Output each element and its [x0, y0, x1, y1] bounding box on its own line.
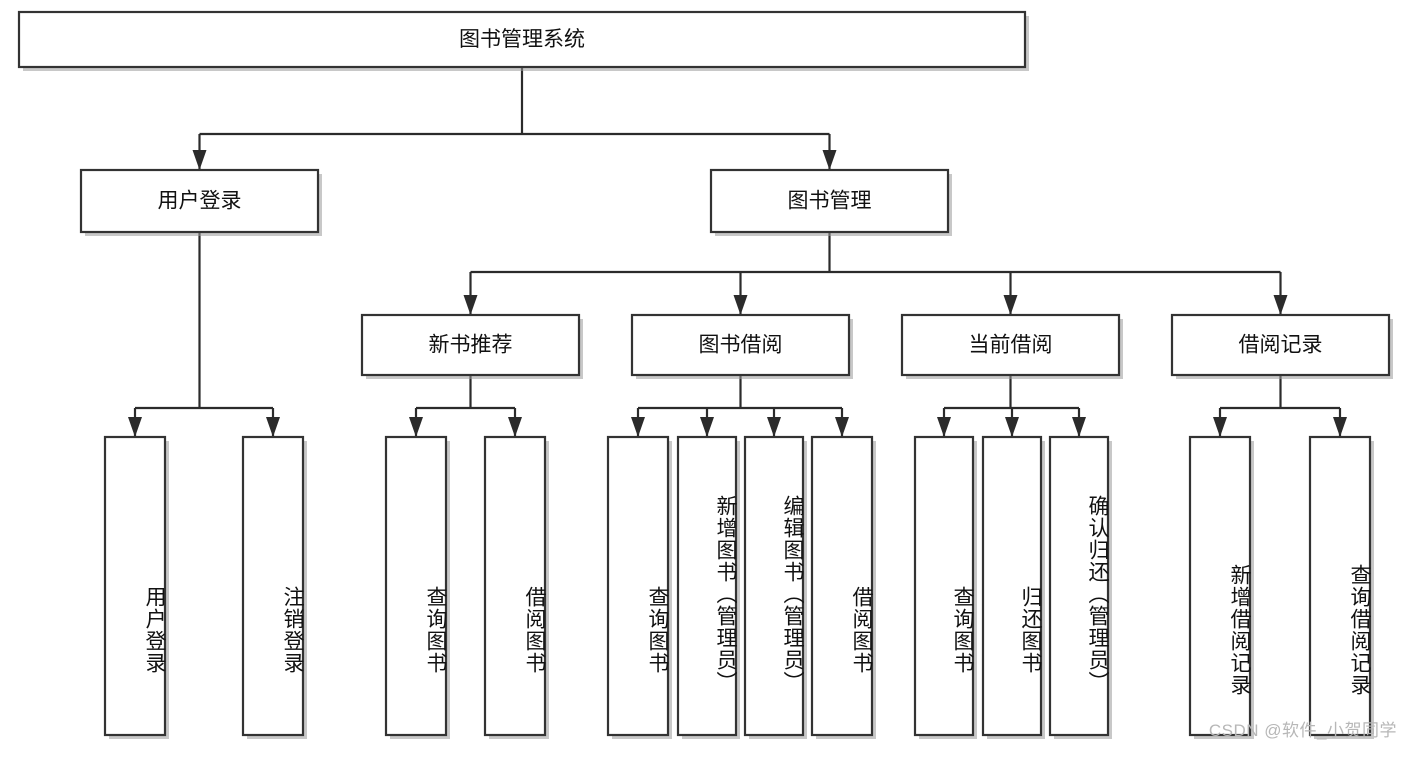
- arrow-head-icon: [128, 417, 142, 437]
- arrow-head-icon: [1072, 417, 1086, 437]
- arrow-head-icon: [463, 295, 478, 315]
- arrow-head-icon: [733, 295, 748, 315]
- arrow-head-icon: [1333, 417, 1347, 437]
- node-level1-book-manage[interactable]: [709, 168, 950, 234]
- node-leaf-leaf-query-book-borrow[interactable]: [606, 435, 670, 737]
- arrow-head-icon: [767, 417, 781, 437]
- node-level2-borrow-record[interactable]: [1170, 313, 1391, 377]
- arrow-head-icon: [409, 417, 423, 437]
- node-label: 用户登录: [158, 190, 242, 213]
- node-leaf-leaf-confirm-return-admin[interactable]: [1048, 435, 1110, 737]
- node-level2-new-book-recommend[interactable]: [360, 313, 581, 377]
- arrow-head-icon: [508, 417, 522, 437]
- arrow-head-icon: [937, 417, 951, 437]
- watermark-text: CSDN @软件_小贺同学: [1208, 721, 1397, 740]
- arrow-head-icon: [822, 150, 837, 170]
- node-leaf-leaf-add-borrow-record[interactable]: [1188, 435, 1252, 737]
- arrow-head-icon: [1273, 295, 1288, 315]
- arrow-head-icon: [1005, 417, 1019, 437]
- arrow-head-icon: [835, 417, 849, 437]
- node-leaf-leaf-logout[interactable]: [241, 435, 305, 737]
- node-leaf-leaf-borrow-book-rec[interactable]: [483, 435, 547, 737]
- arrow-head-icon: [266, 417, 280, 437]
- node-leaf-leaf-query-book-rec[interactable]: [384, 435, 448, 737]
- node-leaf-leaf-query-book-current[interactable]: [913, 435, 975, 737]
- node-leaf-leaf-return-book[interactable]: [981, 435, 1043, 737]
- node-label: 图书管理: [788, 190, 872, 213]
- node-leaf-leaf-add-book-admin[interactable]: [676, 435, 738, 737]
- node-label: 图书借阅: [699, 334, 783, 357]
- node-leaf-leaf-query-borrow-record[interactable]: [1308, 435, 1372, 737]
- node-leaf-leaf-user-login[interactable]: [103, 435, 167, 737]
- node-label: 图书管理系统: [459, 28, 585, 51]
- arrow-head-icon: [1003, 295, 1018, 315]
- node-leaf-leaf-borrow-book[interactable]: [810, 435, 874, 737]
- arrow-head-icon: [192, 150, 207, 170]
- node-level1-user-login[interactable]: [79, 168, 320, 234]
- node-label: 当前借阅: [969, 334, 1053, 357]
- arrow-head-icon: [700, 417, 714, 437]
- arrow-head-icon: [1213, 417, 1227, 437]
- arrow-head-icon: [631, 417, 645, 437]
- node-root-root[interactable]: [17, 10, 1027, 69]
- node-level2-current-borrow[interactable]: [900, 313, 1121, 377]
- diagram-root: 图书管理系统用户登录图书管理新书推荐图书借阅当前借阅借阅记录 用户登录注销登录查…: [17, 10, 1397, 740]
- node-label: 借阅记录: [1239, 334, 1323, 357]
- node-label: 新书推荐: [429, 334, 513, 357]
- node-level2-book-borrow[interactable]: [630, 313, 851, 377]
- node-leaf-leaf-edit-book-admin[interactable]: [743, 435, 805, 737]
